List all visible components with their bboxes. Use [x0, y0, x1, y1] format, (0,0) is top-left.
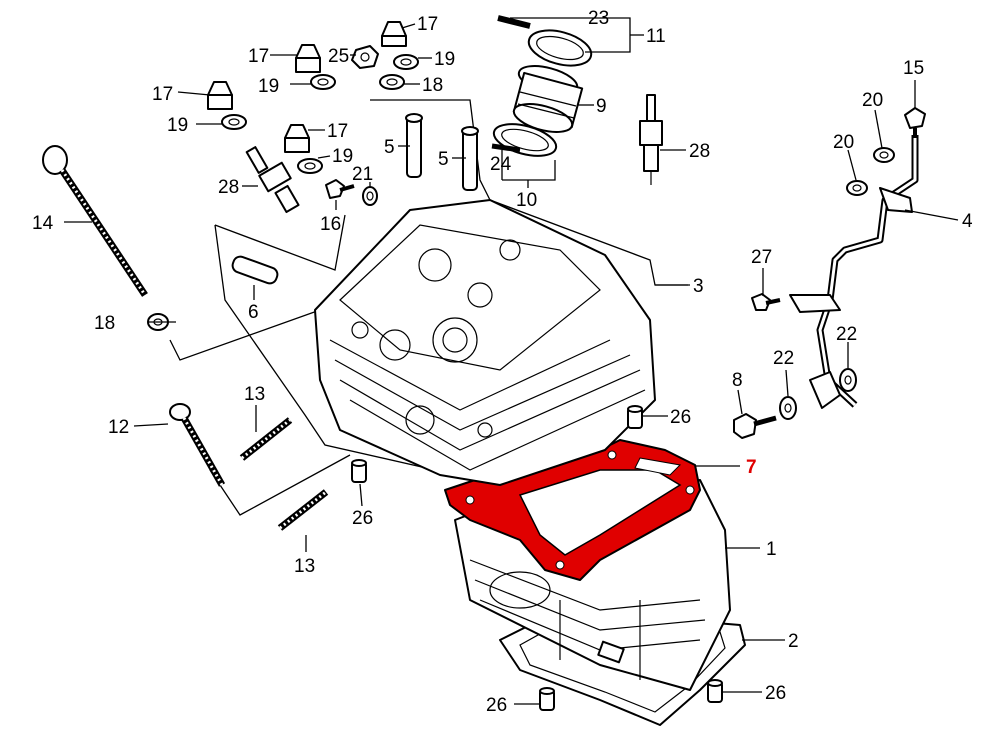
- label-7-highlighted: 7: [746, 457, 757, 478]
- label-26-head-right: 26: [670, 407, 691, 428]
- label-22-left: 22: [773, 348, 794, 369]
- washer-19-upper-left: [310, 74, 336, 90]
- label-2: 2: [788, 631, 799, 652]
- washer-21: [362, 186, 378, 206]
- oil-pipe-4: [789, 135, 919, 409]
- dowel-26-head-left: [351, 459, 367, 483]
- label-8: 8: [732, 370, 743, 391]
- label-13-lower: 13: [294, 556, 315, 577]
- nut-25: [351, 45, 379, 69]
- label-19-mid: 19: [332, 146, 353, 167]
- label-19-left: 19: [167, 115, 188, 136]
- label-17-left: 17: [152, 84, 173, 105]
- dowel-pin-6: [231, 255, 279, 285]
- part-labels: 17 17 17 17 25 19 19 19 19 18 18 23 11 9…: [32, 8, 973, 716]
- intake-insulator-9: [512, 65, 584, 133]
- hose-clamp-11: [527, 29, 593, 67]
- washer-22-left: [779, 396, 797, 420]
- bolt-24: [491, 143, 521, 153]
- bolt-23: [497, 15, 531, 29]
- label-13-upper: 13: [244, 384, 265, 405]
- bolt-15: [904, 107, 926, 138]
- washer-19-mid: [297, 158, 323, 174]
- label-26-base-left: 26: [486, 695, 507, 716]
- stud-13-lower: [277, 489, 329, 531]
- cap-17-top: [381, 21, 407, 47]
- label-10: 10: [516, 190, 537, 211]
- washer-22-right: [839, 368, 857, 392]
- cap-17-mid: [284, 124, 310, 153]
- head-bolt-long: [42, 145, 148, 297]
- label-18-left: 18: [94, 313, 115, 334]
- valve-guide-5-right: [461, 126, 479, 191]
- label-3: 3: [693, 276, 704, 297]
- bolt-12: [169, 403, 226, 487]
- spark-plug-28-right: [639, 94, 663, 185]
- label-11: 11: [646, 26, 666, 47]
- washer-20-lower: [846, 180, 868, 196]
- cap-17-left: [207, 81, 233, 110]
- label-27: 27: [751, 247, 772, 268]
- dowel-26-base-left: [539, 687, 555, 711]
- label-21: 21: [352, 164, 373, 185]
- label-17-upper-left: 17: [248, 46, 269, 67]
- valve-guide-5-left: [405, 113, 423, 178]
- label-19-top: 19: [434, 49, 455, 70]
- label-20-lower: 20: [833, 132, 854, 153]
- label-14: 14: [32, 213, 54, 234]
- label-12: 12: [108, 417, 129, 438]
- label-5-right: 5: [438, 149, 449, 170]
- dowel-26-head-right: [627, 405, 643, 429]
- label-16: 16: [320, 214, 341, 235]
- bolt-8: [733, 413, 777, 439]
- label-28-left: 28: [218, 177, 239, 198]
- bolt-16: [325, 179, 355, 199]
- label-1: 1: [766, 539, 777, 560]
- label-6: 6: [248, 302, 259, 323]
- label-17-top: 17: [417, 14, 438, 35]
- label-4: 4: [962, 211, 973, 232]
- stud-13-upper: [239, 417, 293, 461]
- label-18-top: 18: [422, 75, 443, 96]
- label-17-mid: 17: [327, 121, 348, 142]
- spark-plug-28-left: [245, 146, 300, 214]
- dowel-26-base-right: [707, 679, 723, 703]
- label-9: 9: [596, 96, 607, 117]
- label-26-head-left: 26: [352, 508, 373, 529]
- washer-19-top: [393, 54, 419, 70]
- label-25: 25: [328, 46, 349, 67]
- label-20-upper: 20: [862, 90, 883, 111]
- label-19-upper-left: 19: [258, 76, 279, 97]
- label-24: 24: [490, 154, 512, 175]
- label-15: 15: [903, 58, 924, 79]
- label-28-right: 28: [689, 141, 710, 162]
- label-22-right: 22: [836, 324, 857, 345]
- bolt-27: [751, 293, 781, 311]
- cap-17-upper-left: [295, 44, 321, 73]
- washer-20-upper: [873, 147, 895, 163]
- label-23: 23: [588, 8, 609, 29]
- washer-19-left: [221, 114, 247, 130]
- label-5-left: 5: [384, 137, 395, 158]
- cylinder-head: [314, 199, 656, 486]
- leader-lines: [64, 17, 959, 705]
- washer-18-top: [379, 74, 405, 90]
- label-26-base-right: 26: [765, 683, 786, 704]
